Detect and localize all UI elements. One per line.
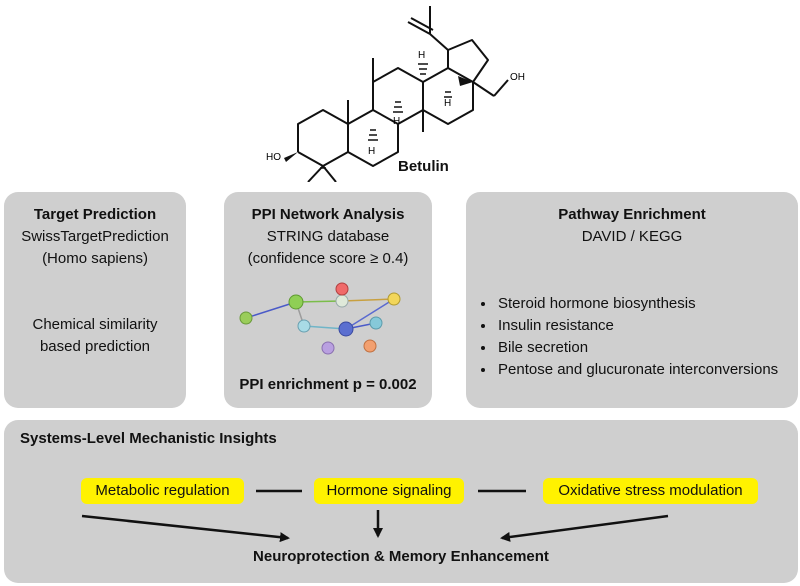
insights-connectors <box>81 489 669 543</box>
ppi-title: PPI Network Analysis <box>251 206 405 223</box>
ho-label: HO <box>266 152 281 163</box>
target-prediction-title: Target Prediction <box>33 206 157 223</box>
ppi-line-2: (confidence score ≥ 0.4) <box>247 250 409 267</box>
pathway-item: Steroid hormone biosynthesis <box>496 293 798 315</box>
oh-label: OH <box>510 72 525 83</box>
pathway-item: Insulin resistance <box>496 315 798 337</box>
ppi-line-1: STRING database <box>266 228 390 245</box>
ppi-network-panel: PPI Network Analysis STRING database (co… <box>224 192 432 408</box>
h-label-4: H <box>444 98 451 109</box>
target-prediction-line-1: SwissTargetPrediction <box>21 228 169 245</box>
target-prediction-line-2: (Homo sapiens) <box>42 250 148 267</box>
pathway-subtitle: DAVID / KEGG <box>581 228 683 245</box>
betulin-structure: HO OH H H H H <box>266 6 525 182</box>
node-oxidative-stress: Oxidative stress modulation <box>543 478 758 504</box>
node-metabolic-regulation: Metabolic regulation <box>81 478 244 504</box>
node-hormone-signaling: Hormone signaling <box>314 478 464 504</box>
target-prediction-panel: Target Prediction SwissTargetPrediction … <box>4 192 186 408</box>
molecule-name: Betulin <box>398 158 449 175</box>
target-prediction-desc-2: based prediction <box>39 338 151 355</box>
h-label-3: H <box>418 50 425 61</box>
target-prediction-desc-1: Chemical similarity <box>32 316 158 333</box>
pathway-panel: Pathway Enrichment DAVID / KEGG Steroid … <box>466 192 798 408</box>
insights-panel: Systems-Level Mechanistic Insights Metab… <box>4 420 798 583</box>
pathway-title: Pathway Enrichment <box>558 206 706 223</box>
ppi-enrichment: PPI enrichment p = 0.002 <box>239 376 417 393</box>
pathway-item: Pentose and glucuronate interconversions <box>496 359 798 381</box>
h-label-2: H <box>393 116 400 127</box>
ppi-network-graph <box>239 282 401 355</box>
pathway-item: Bile secretion <box>496 337 798 359</box>
pathway-list: Steroid hormone biosynthesis Insulin res… <box>474 293 798 381</box>
outcome-label: Neuroprotection & Memory Enhancement <box>253 548 549 565</box>
h-label-1: H <box>368 146 375 157</box>
insights-title: Systems-Level Mechanistic Insights <box>20 430 277 447</box>
